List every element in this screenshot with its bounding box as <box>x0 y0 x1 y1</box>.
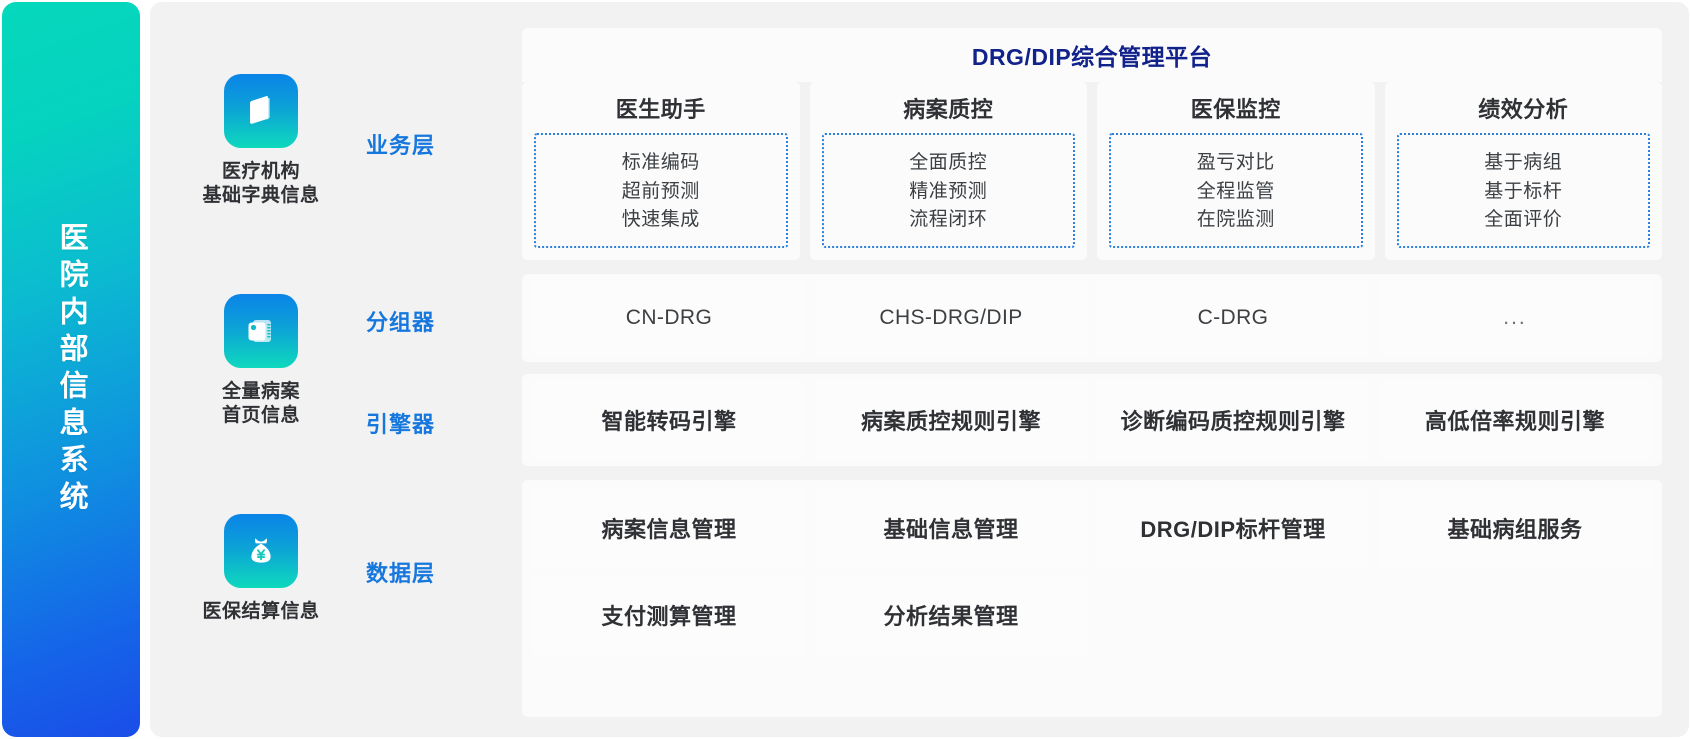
data-source-insurance-settlement[interactable]: 医保结算信息 <box>150 514 372 624</box>
data-row2-spacer <box>1097 575 1369 655</box>
grouper-layer-cards: CN-DRG CHS-DRG/DIP C-DRG ... <box>533 280 1651 356</box>
engine-card-smart-transcoding[interactable]: 智能转码引擎 <box>533 380 805 460</box>
data-card-record-info-management[interactable]: 病案信息管理 <box>533 488 805 568</box>
business-card-title: 绩效分析 <box>1478 97 1569 122</box>
business-layer-cards: 医生助手 标准编码 超前预测 快速集成 病案质控 全面质控 精准预测 流程闭环 … <box>522 82 1662 260</box>
business-feature-item: 快速集成 <box>621 209 700 231</box>
data-card-label: 基础信息管理 <box>883 517 1019 542</box>
business-card-performance-analysis[interactable]: 绩效分析 基于病组 基于标杆 全面评价 <box>1384 82 1662 260</box>
business-card-feature-box: 基于病组 基于标杆 全面评价 <box>1396 133 1650 248</box>
layer-label-business: 业务层 <box>366 133 436 158</box>
grouper-card-label: C-DRG <box>1197 306 1269 329</box>
business-card-title: 医保监控 <box>1190 97 1281 122</box>
page-title: DRG/DIP综合管理平台 <box>971 44 1213 70</box>
business-feature-item: 全面评价 <box>1484 209 1563 231</box>
business-card-feature-box: 盈亏对比 全程监管 在院监测 <box>1109 133 1363 248</box>
grouper-card-chs-drg-dip[interactable]: CHS-DRG/DIP <box>815 280 1087 356</box>
business-card-title: 医生助手 <box>615 97 706 122</box>
engine-card-record-quality-rules[interactable]: 病案质控规则引擎 <box>815 380 1087 460</box>
data-source-label: 医保结算信息 <box>202 601 320 622</box>
side-banner: 医院内部信息系统 <box>2 2 140 737</box>
data-row2-spacer <box>1379 575 1651 655</box>
business-feature-item: 在院监测 <box>1196 209 1275 231</box>
data-source-label: 医疗机构 基础字典信息 <box>202 161 320 207</box>
platform-title-bar: DRG/DIP综合管理平台 <box>522 28 1662 82</box>
business-card-feature-box: 标准编码 超前预测 快速集成 <box>534 133 788 248</box>
data-card-label: 分析结果管理 <box>883 604 1019 629</box>
data-card-basic-disease-group-service[interactable]: 基础病组服务 <box>1379 488 1651 568</box>
data-card-basic-info-management[interactable]: 基础信息管理 <box>815 488 1087 568</box>
business-card-doctor-assistant[interactable]: 医生助手 标准编码 超前预测 快速集成 <box>522 82 800 260</box>
engine-card-label: 病案质控规则引擎 <box>860 409 1041 434</box>
data-source-label: 全量病案 首页信息 <box>221 381 300 427</box>
grouper-card-c-drg[interactable]: C-DRG <box>1097 280 1369 356</box>
layer-label-data: 数据层 <box>366 561 436 586</box>
business-feature-item: 超前预测 <box>621 180 700 202</box>
engine-card-high-low-rate-rules[interactable]: 高低倍率规则引擎 <box>1379 380 1651 460</box>
grouper-card-more[interactable]: ... <box>1379 280 1651 356</box>
business-card-feature-box: 全面质控 精准预测 流程闭环 <box>821 133 1075 248</box>
side-banner-label: 医院内部信息系统 <box>55 221 88 518</box>
business-feature-item: 流程闭环 <box>909 209 988 231</box>
data-layer-cards-row1: 病案信息管理 基础信息管理 DRG/DIP标杆管理 基础病组服务 <box>533 488 1651 568</box>
business-feature-item: 基于标杆 <box>1484 180 1563 202</box>
business-feature-item: 标准编码 <box>621 151 700 173</box>
engine-card-label: 智能转码引擎 <box>601 409 737 434</box>
grouper-card-label: CHS-DRG/DIP <box>879 306 1023 329</box>
data-card-analysis-result-management[interactable]: 分析结果管理 <box>815 575 1087 655</box>
business-feature-item: 盈亏对比 <box>1196 151 1275 173</box>
money-bag-icon <box>224 514 298 588</box>
records-icon <box>224 294 298 368</box>
business-feature-item: 基于病组 <box>1484 151 1563 173</box>
data-card-label: 支付测算管理 <box>601 604 737 629</box>
data-source-medical-records[interactable]: 全量病案 首页信息 <box>150 294 372 429</box>
grouper-card-cn-drg[interactable]: CN-DRG <box>533 280 805 356</box>
data-card-payment-calculation-management[interactable]: 支付测算管理 <box>533 575 805 655</box>
business-feature-item: 全面质控 <box>909 151 988 173</box>
data-source-column: 医疗机构 基础字典信息 <box>150 2 372 737</box>
data-layer-cards-row2: 支付测算管理 分析结果管理 <box>533 575 1651 655</box>
business-card-title: 病案质控 <box>903 97 994 122</box>
engine-card-label: 诊断编码质控规则引擎 <box>1120 409 1346 434</box>
data-card-drg-dip-benchmark-management[interactable]: DRG/DIP标杆管理 <box>1097 488 1369 568</box>
engine-card-diagnosis-coding-rules[interactable]: 诊断编码质控规则引擎 <box>1097 380 1369 460</box>
business-card-record-quality-control[interactable]: 病案质控 全面质控 精准预测 流程闭环 <box>809 82 1087 260</box>
business-feature-item: 精准预测 <box>909 180 988 202</box>
engine-layer-cards: 智能转码引擎 病案质控规则引擎 诊断编码质控规则引擎 高低倍率规则引擎 <box>533 380 1651 460</box>
data-card-label: 病案信息管理 <box>601 517 737 542</box>
engine-card-label: 高低倍率规则引擎 <box>1424 409 1605 434</box>
layer-label-grouper: 分组器 <box>366 310 436 335</box>
grouper-card-label: CN-DRG <box>625 306 713 329</box>
layer-label-engine: 引擎器 <box>366 412 436 437</box>
platform-panel: 医疗机构 基础字典信息 <box>150 2 1689 737</box>
business-feature-item: 全程监管 <box>1196 180 1275 202</box>
business-card-insurance-monitoring[interactable]: 医保监控 盈亏对比 全程监管 在院监测 <box>1097 82 1375 260</box>
data-card-label: DRG/DIP标杆管理 <box>1140 517 1326 542</box>
data-card-label: 基础病组服务 <box>1447 517 1583 542</box>
book-icon <box>224 74 298 148</box>
data-source-medical-dictionary[interactable]: 医疗机构 基础字典信息 <box>150 74 372 209</box>
ellipsis-icon: ... <box>1503 306 1527 329</box>
